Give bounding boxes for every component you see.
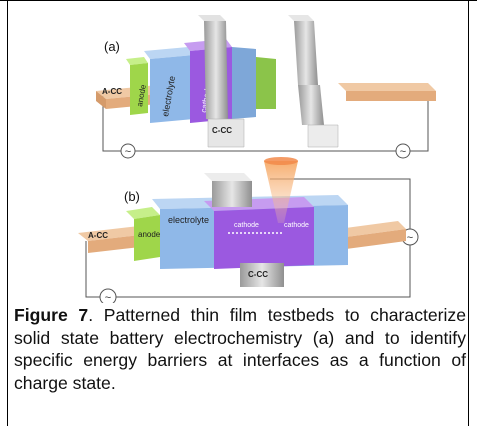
panel-a-anode (130, 63, 148, 115)
panel-a-right-metal-bottom (298, 85, 324, 125)
panel-a-source-right (395, 143, 411, 159)
panel-b-source-left (99, 288, 117, 303)
panel-b-source-left-symbol: ~ (105, 292, 111, 303)
panel-b-metal-bottom (240, 263, 284, 287)
panel-a-anode-label: anode (135, 83, 148, 107)
panel-a-source-right-symbol: ~ (400, 146, 406, 158)
panel-a-electrolyte (150, 55, 194, 123)
panel-b-label: (b) (124, 189, 140, 204)
panel-b-source-right-symbol: ~ (407, 232, 413, 244)
panel-b-cathode (214, 207, 314, 269)
panel-b-anode (134, 215, 160, 261)
panel-b-electrolyte-label: electrolyte (168, 215, 209, 225)
left-border (7, 0, 8, 426)
panel-a-right-cc (346, 91, 436, 101)
panel-b: (b) ~ ~ A-CC anode electrolyte (78, 157, 419, 303)
panel-a-ccc-label: C-CC (212, 126, 232, 135)
panel-a-acc-label: A-CC (102, 87, 122, 96)
panel-a-metal-bar (204, 21, 228, 119)
panel-a-right-metal-top (294, 21, 318, 85)
panel-a-source-left-symbol: ~ (125, 146, 131, 158)
figure-caption-text: . Patterned thin film testbeds to charac… (14, 305, 467, 393)
panel-b-probe-beam (264, 161, 298, 223)
panel-b-metal-top (212, 181, 252, 207)
panel-b-cathode-right-label: cathode (284, 222, 309, 229)
panel-b-anode-label: anode (138, 230, 161, 239)
right-border (468, 0, 469, 426)
panel-b-circuit-wire (85, 178, 411, 298)
figure-caption-label: Figure 7 (14, 305, 89, 325)
panel-a-circuit-wire (102, 96, 429, 152)
panel-a-source-left (120, 143, 136, 159)
panel-a: (a) ~ ~ A-CC anode electrolyte (96, 15, 436, 159)
panel-b-acc-label: A-CC (88, 231, 108, 240)
figure-caption: Figure 7. Patterned thin film testbeds t… (14, 304, 466, 394)
battery-testbed-figure: (a) ~ ~ A-CC anode electrolyte (78, 15, 436, 303)
panel-b-cathode-left-label: cathode (234, 222, 259, 229)
panel-a-ccc (207, 118, 245, 148)
panel-b-ccc-label: C-CC (248, 270, 268, 279)
panel-a-label: (a) (104, 39, 120, 54)
top-border (0, 0, 477, 1)
panel-b-right-cc (346, 229, 406, 249)
